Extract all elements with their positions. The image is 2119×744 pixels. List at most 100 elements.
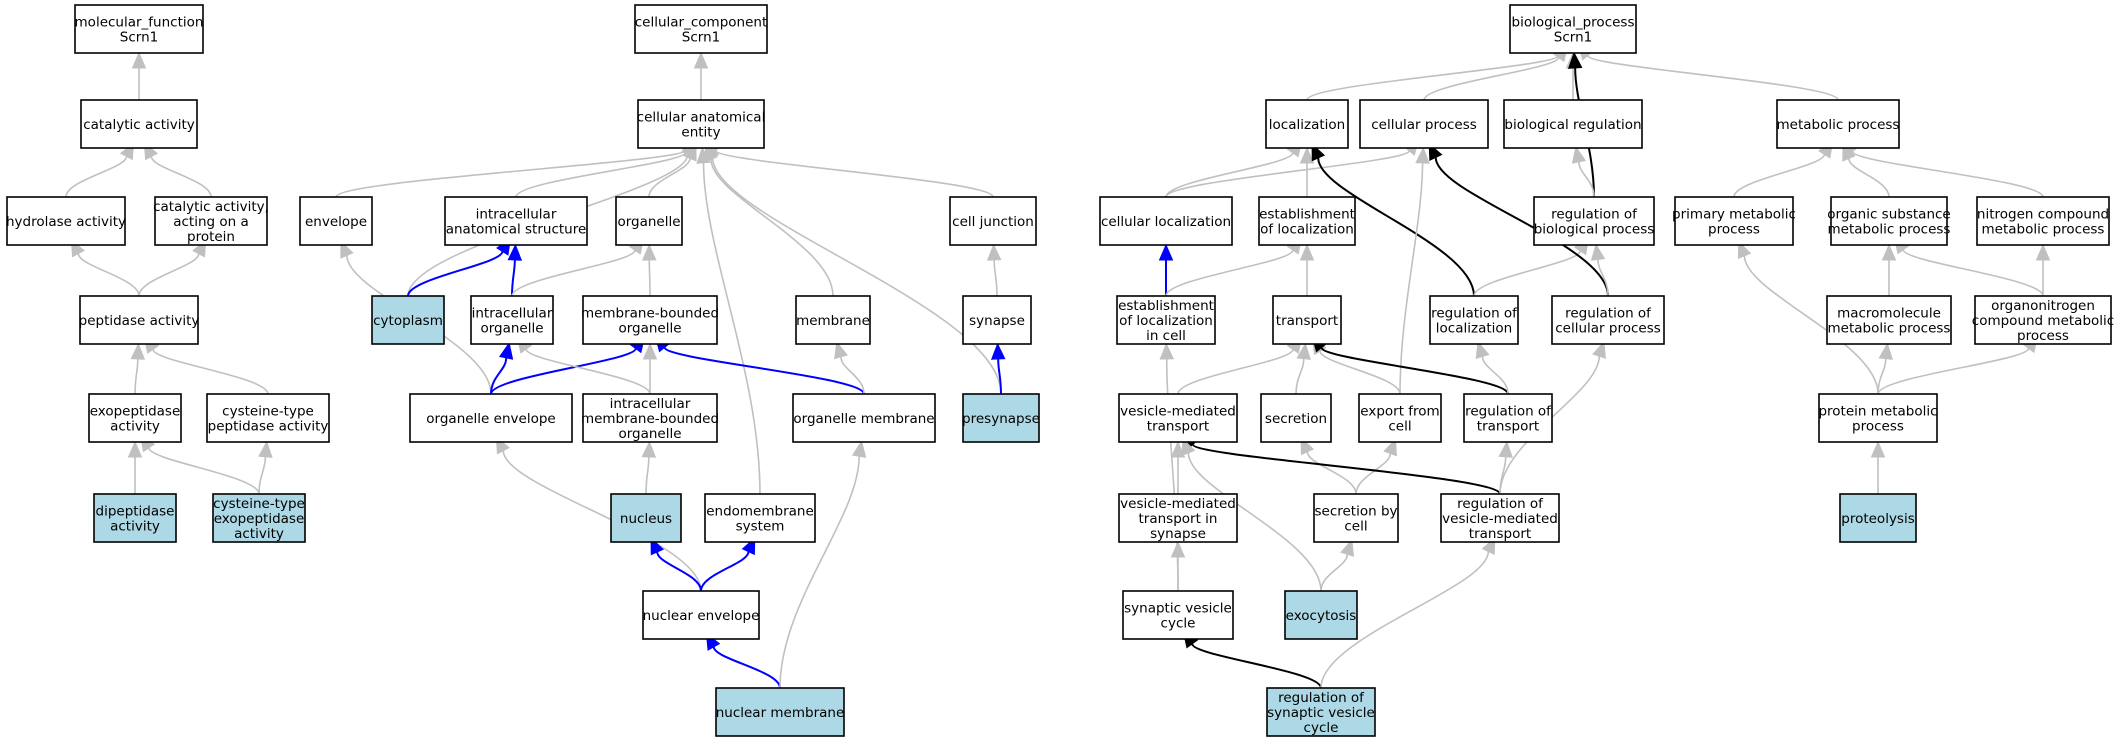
term-label: peptidase activity <box>79 313 200 329</box>
term-box <box>470 295 554 345</box>
term-box <box>1830 196 1948 246</box>
edge-is-a-catalytic-to-mf_root <box>131 51 147 100</box>
edge-part-of-nuc_membrane-to-nuc_envelope <box>705 632 781 689</box>
term-box <box>1674 196 1794 246</box>
term-label: catalytic activity <box>83 117 195 133</box>
edge-is-a-organonitrogen-to-org_sub_met <box>1893 236 2044 297</box>
term-box <box>409 393 573 443</box>
term-node-nuc-envelope: nuclear envelope <box>642 590 760 640</box>
term-label: metabolic process <box>1777 117 1900 133</box>
term-label: transport <box>1276 313 1338 329</box>
term-label: cell junction <box>952 214 1034 230</box>
term-label: cellular localization <box>1101 214 1231 230</box>
edge-is-a-protein_met-to-primary_met <box>1737 240 1879 395</box>
edge-is-a-secretion-to-transport <box>1295 342 1311 395</box>
term-box <box>792 393 936 443</box>
edge-is-a-intra_organelle-to-organelle <box>511 236 645 297</box>
edge-is-a-hydrolase-to-catalytic <box>65 142 135 198</box>
term-box <box>582 295 718 345</box>
term-box <box>1116 295 1216 345</box>
edge-is-a-cys_peptidase-to-peptidase <box>143 336 269 395</box>
term-node-localization: localization <box>1265 99 1349 149</box>
edge-is-a-organonitrogen-to-nitrogen_met <box>2035 243 2051 297</box>
term-box <box>1358 393 1442 443</box>
term-node-transport: transport <box>1272 295 1342 345</box>
edge-is-a-est_loc-to-localization <box>1299 146 1315 197</box>
edge-is-a-export_cell-to-transport <box>1311 337 1401 395</box>
term-box <box>1272 295 1342 345</box>
edge-is-a-exocytosis-to-secretion_cell <box>1320 538 1355 592</box>
edge-is-a-nucleus-to-imbo <box>641 440 657 495</box>
term-node-nucleus: nucleus <box>610 493 682 543</box>
term-box <box>206 393 330 443</box>
term-node-cell-loc: cellular localization <box>1099 196 1233 246</box>
edge-is-a-reg_transport-to-reg_loc <box>1475 340 1509 395</box>
term-label: organelle membrane <box>793 411 934 427</box>
term-box <box>1509 4 1637 54</box>
term-box <box>1551 295 1665 345</box>
term-node-synapse: synapse <box>962 295 1032 345</box>
term-node-membrane: membrane <box>795 295 871 345</box>
edge-is-a-exopeptidase-to-peptidase <box>130 342 146 395</box>
term-box <box>610 493 682 543</box>
edge-part-of-presynapse-to-synapse <box>990 342 1006 395</box>
term-label: biological regulation <box>1504 117 1641 133</box>
term-label: envelope <box>305 214 367 230</box>
edge-is-a-secretion_cell-to-export_cell <box>1355 438 1397 495</box>
term-node-cytoplasm: cytoplasm <box>371 295 445 345</box>
term-label: nuclear envelope <box>643 608 760 624</box>
term-node-presynapse: presynapse <box>962 393 1040 443</box>
term-box <box>444 196 588 246</box>
term-box <box>1976 196 2110 246</box>
term-box <box>1533 196 1655 246</box>
edge-part-of-cytoplasm-to-ias <box>407 237 512 297</box>
term-box <box>637 99 765 149</box>
term-box <box>1266 687 1376 737</box>
term-label: secretion <box>1265 411 1327 427</box>
edge-part-of-nuc_envelope-to-endomembrane <box>700 536 756 592</box>
term-label: organelle <box>617 214 680 230</box>
term-box <box>1260 393 1332 443</box>
term-box <box>299 196 373 246</box>
term-label: nucleus <box>620 511 672 527</box>
edge-part-of-nuc_envelope-to-nucleus <box>650 537 702 592</box>
term-box <box>1440 493 1560 543</box>
edge-is-a-syn_ves_cycle-to-est_loc_cell <box>1159 342 1179 592</box>
edge-is-a-cys_exopeptidase-to-cys_peptidase <box>258 440 273 495</box>
term-box <box>1839 493 1917 543</box>
term-box <box>1122 590 1234 640</box>
term-box <box>1284 590 1358 640</box>
term-box <box>1118 393 1238 443</box>
edge-regulates-reg_syn_ves-to-syn_ves_cycle <box>1182 630 1322 689</box>
edge-is-a-exocytosis-to-vesicle_transport <box>1181 437 1322 592</box>
term-label: membrane <box>796 313 870 329</box>
